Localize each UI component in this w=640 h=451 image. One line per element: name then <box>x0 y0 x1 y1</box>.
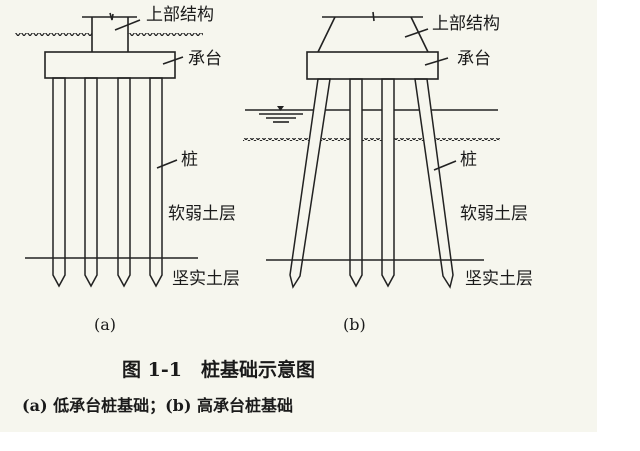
leader-cap <box>424 57 449 66</box>
pile-cap <box>306 51 439 80</box>
pile-4 <box>149 77 163 288</box>
figure-subtitle: (a) 低承台桩基础；(b) 高承台桩基础 <box>22 396 293 415</box>
pile-2 <box>349 78 363 288</box>
caption-b: (b) <box>343 315 366 334</box>
superstructure-column <box>91 17 129 52</box>
leader-pile <box>156 159 178 169</box>
leader-superstructure <box>114 19 141 31</box>
pile-1 <box>52 77 66 288</box>
label-pile: 桩 <box>181 150 198 170</box>
label-soft-soil: 软弱土层 <box>168 204 236 224</box>
ground-surface-left <box>15 33 92 36</box>
figure-title: 图 1-1 桩基础示意图 <box>122 358 315 381</box>
pile-3 <box>381 78 395 288</box>
diagram-b: 上部结构 承台 桩 软弱土层 坚实土层 (b) <box>243 11 533 334</box>
break-mark <box>109 12 114 21</box>
label-pile-cap: 承台 <box>457 49 491 69</box>
ground-surface-right <box>128 33 203 36</box>
water-level <box>245 106 498 123</box>
leader-cap <box>162 56 184 65</box>
piles <box>52 77 163 288</box>
ground-surface <box>243 138 500 141</box>
label-firm-soil: 坚实土层 <box>465 269 533 289</box>
label-superstructure: 上部结构 <box>146 5 214 25</box>
label-firm-soil: 坚实土层 <box>172 269 240 289</box>
diagram-a: 上部结构 承台 桩 软弱土层 坚实土层 (a) <box>15 5 240 334</box>
leader-pile <box>433 160 457 171</box>
label-pile: 桩 <box>460 150 477 170</box>
pile-cap <box>44 51 176 79</box>
superstructure-frame <box>317 16 429 53</box>
label-soft-soil: 软弱土层 <box>460 204 528 224</box>
break-mark <box>372 11 375 22</box>
leader-superstructure <box>404 28 429 38</box>
label-pile-cap: 承台 <box>188 49 222 69</box>
caption-a: (a) <box>94 315 116 334</box>
pile-2 <box>84 77 98 288</box>
pile-3 <box>117 77 131 288</box>
label-superstructure: 上部结构 <box>432 14 500 34</box>
piles <box>289 78 454 289</box>
